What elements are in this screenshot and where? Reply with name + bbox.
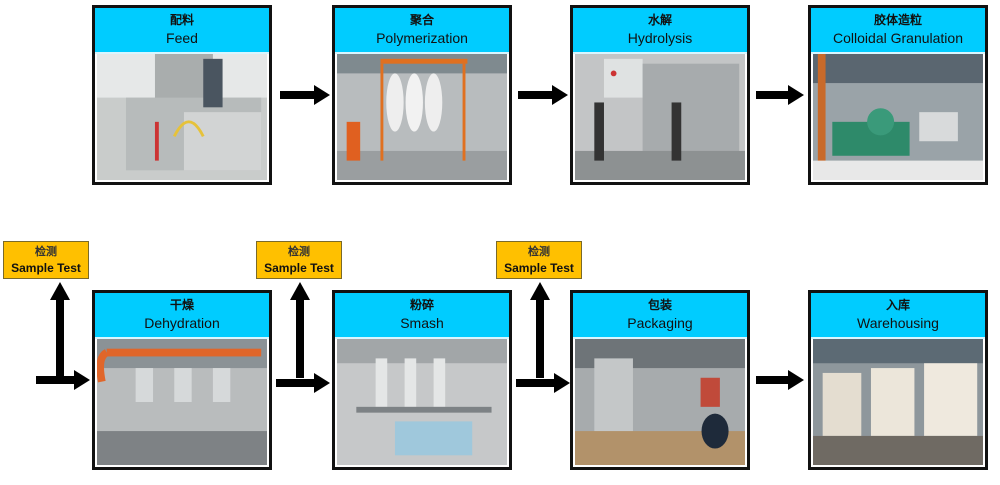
step-label-en: Hydrolysis <box>627 30 693 46</box>
flow-arrow-right <box>756 85 806 105</box>
step-card-smash: 粉碎 Smash <box>332 290 512 470</box>
step-label-en: Feed <box>166 30 198 46</box>
sample-test-label-en: Sample Test <box>11 261 81 275</box>
flow-arrow-right <box>516 373 572 393</box>
step-label-zh: 干燥 <box>169 298 194 312</box>
step-card-packaging: 包装 Packaging <box>570 290 750 470</box>
flow-arrow-right <box>36 370 92 390</box>
step-header: 包装 Packaging <box>573 293 747 339</box>
hydrolysis-equipment-photo <box>575 54 745 180</box>
flow-arrow-up <box>290 282 310 378</box>
granulation-machine-photo <box>813 54 983 180</box>
step-label-en: Polymerization <box>376 30 468 46</box>
step-label-en: Warehousing <box>857 315 939 331</box>
warehouse-bags-photo <box>813 339 983 465</box>
step-label-zh: 粉碎 <box>409 298 434 312</box>
sample-test-box: 检测 Sample Test <box>256 241 342 279</box>
step-header: 水解 Hydrolysis <box>573 8 747 54</box>
polymerization-tanks-photo <box>337 54 507 180</box>
step-header: 胶体造粒 Colloidal Granulation <box>811 8 985 54</box>
step-label-en: Smash <box>400 315 444 331</box>
sample-test-box: 检测 Sample Test <box>496 241 582 279</box>
step-header: 干燥 Dehydration <box>95 293 269 339</box>
step-label-zh: 包装 <box>647 298 672 312</box>
sample-test-label-zh: 检测 <box>288 245 310 258</box>
step-label-zh: 入库 <box>885 298 910 312</box>
sample-test-label-en: Sample Test <box>504 261 574 275</box>
step-card-dehydration: 干燥 Dehydration <box>92 290 272 470</box>
feed-equipment-photo <box>97 54 267 180</box>
step-label-zh: 聚合 <box>409 13 434 27</box>
step-header: 配料 Feed <box>95 8 269 54</box>
flow-arrow-up <box>50 282 70 378</box>
step-label-en: Colloidal Granulation <box>833 30 963 46</box>
sample-test-box: 检测 Sample Test <box>3 241 89 279</box>
step-label-zh: 水解 <box>647 13 672 27</box>
packaging-line-photo <box>575 339 745 465</box>
smash-mill-photo <box>337 339 507 465</box>
flow-arrow-up <box>530 282 550 378</box>
step-label-en: Packaging <box>627 315 693 331</box>
step-card-warehousing: 入库 Warehousing <box>808 290 988 470</box>
flow-arrow-right <box>756 370 806 390</box>
step-card-colloidal-granulation: 胶体造粒 Colloidal Granulation <box>808 5 988 185</box>
step-header: 入库 Warehousing <box>811 293 985 339</box>
sample-test-label-zh: 检测 <box>35 245 57 258</box>
flow-arrow-right <box>276 373 332 393</box>
sample-test-label-en: Sample Test <box>264 261 334 275</box>
step-card-polymerization: 聚合 Polymerization <box>332 5 512 185</box>
step-label-en: Dehydration <box>144 315 220 331</box>
step-label-zh: 配料 <box>169 13 194 27</box>
sample-test-label-zh: 检测 <box>528 245 550 258</box>
flow-arrow-right <box>518 85 568 105</box>
dehydration-cyclones-photo <box>97 339 267 465</box>
step-card-feed: 配料 Feed <box>92 5 272 185</box>
flow-arrow-right <box>280 85 330 105</box>
step-label-zh: 胶体造粒 <box>873 13 922 27</box>
step-card-hydrolysis: 水解 Hydrolysis <box>570 5 750 185</box>
step-header: 聚合 Polymerization <box>335 8 509 54</box>
step-header: 粉碎 Smash <box>335 293 509 339</box>
